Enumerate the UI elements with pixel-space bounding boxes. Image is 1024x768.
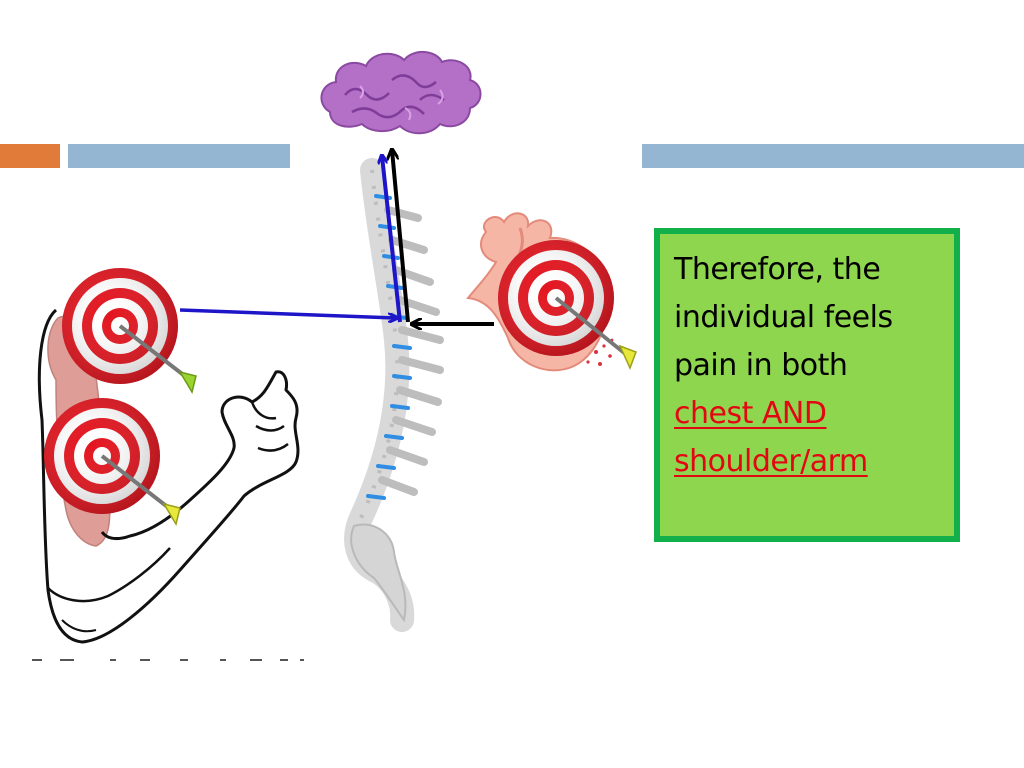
target-with-arrow-icon-shoulder bbox=[62, 268, 197, 394]
conclusion-text: Therefore, the individual feels pain in … bbox=[674, 246, 944, 486]
brain-icon bbox=[320, 51, 482, 135]
conclusion-highlight-1: chest AND bbox=[674, 396, 827, 431]
shoulder-to-spine-arrow bbox=[179, 308, 396, 318]
spine-to-brain-arrow-blue bbox=[382, 156, 402, 323]
spine-to-brain-arrow-black bbox=[392, 150, 410, 323]
target-with-arrow-icon-arm bbox=[44, 398, 181, 526]
spine-icon bbox=[344, 158, 444, 632]
conclusion-callout: Therefore, the individual feels pain in … bbox=[654, 228, 960, 542]
conclusion-highlight-2: shoulder/arm bbox=[674, 444, 868, 479]
conclusion-line-2: individual feels bbox=[674, 300, 893, 335]
conclusion-line-1: Therefore, the bbox=[674, 252, 881, 287]
title-bar-accent-blue-left bbox=[68, 144, 290, 168]
conclusion-line-3: pain in both bbox=[674, 348, 848, 383]
title-bar-accent-blue-right bbox=[642, 144, 1024, 168]
title-bar-accent-orange bbox=[0, 144, 60, 168]
target-with-arrow-icon-chest bbox=[498, 240, 637, 370]
